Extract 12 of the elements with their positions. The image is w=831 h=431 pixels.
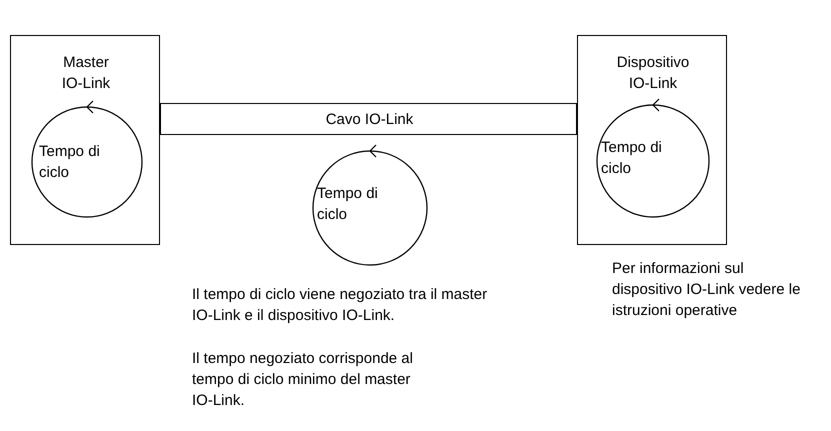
cable-label: Cavo IO-Link	[324, 110, 414, 130]
device-box	[577, 35, 727, 245]
note-text: Per informazioni sul dispositivo IO-Link vedere le istruzioni operative	[612, 259, 802, 321]
node-label: Dispositivo IO-Link	[616, 53, 690, 94]
note-text: Il tempo negoziato corrisponde al tempo di ciclo minimo del master IO-Link.	[192, 349, 414, 411]
node-label: Master IO-Link	[60, 53, 112, 94]
node-label: Tempo di ciclo	[601, 138, 663, 179]
master-box	[10, 35, 160, 245]
cable-band	[160, 103, 577, 135]
node-label: Tempo di ciclo	[39, 142, 101, 183]
node-label: Tempo di ciclo	[317, 184, 379, 225]
note-text: Il tempo di ciclo viene negoziato tra il master IO-Link e il dispositivo IO-Link.	[192, 285, 488, 326]
